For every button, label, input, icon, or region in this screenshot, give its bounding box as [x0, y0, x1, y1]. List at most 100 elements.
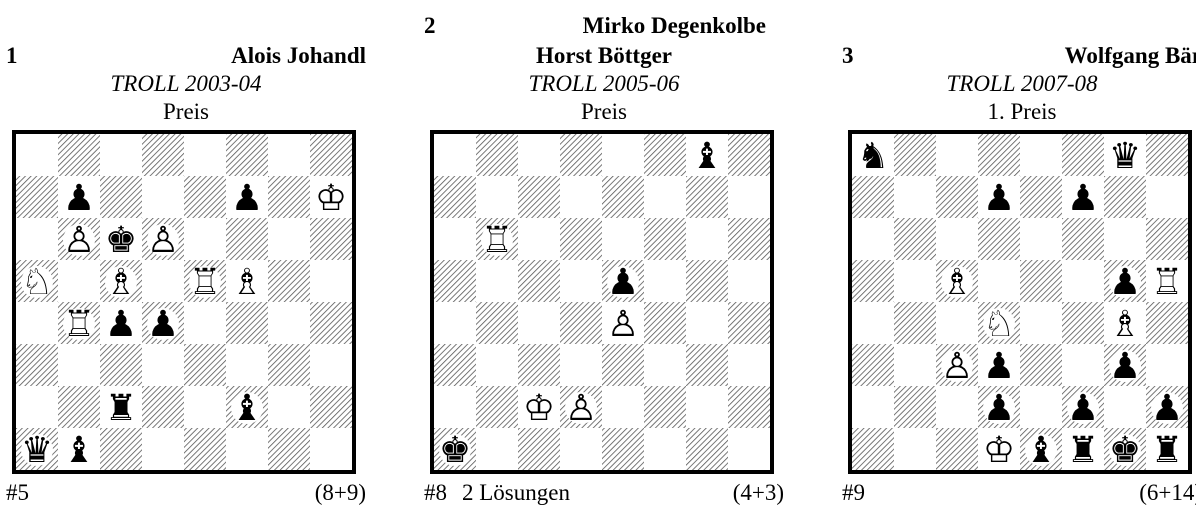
- square-e2: [1020, 386, 1062, 428]
- white-bishop-icon: ♗: [105, 262, 137, 303]
- square-g6: [686, 218, 728, 260]
- chessboard: ♝♖♟♙♔♙♚: [430, 130, 774, 474]
- square-f8: [226, 134, 268, 176]
- square-d8: [560, 134, 602, 176]
- square-h5: [728, 260, 770, 302]
- square-c8: [518, 134, 560, 176]
- black-queen-icon: ♛: [1109, 136, 1141, 177]
- award: 1. Preis: [842, 100, 1196, 124]
- square-e7: [184, 176, 226, 218]
- white-knight-icon: ♘: [983, 304, 1015, 345]
- square-d5: [560, 260, 602, 302]
- square-h6: [310, 218, 352, 260]
- square-c2: [936, 386, 978, 428]
- square-f4: [1062, 302, 1104, 344]
- square-d5: [142, 260, 184, 302]
- square-f8: [644, 134, 686, 176]
- square-b8: [476, 134, 518, 176]
- white-pawn-icon: ♙: [63, 220, 95, 261]
- problem-number: 3: [842, 44, 854, 68]
- square-f8: [1062, 134, 1104, 176]
- black-pawn-icon: ♟: [1151, 388, 1183, 429]
- black-queen-icon: ♛: [21, 430, 53, 470]
- square-b2: [894, 386, 936, 428]
- black-pawn-icon: ♟: [147, 304, 179, 345]
- chessboard: ♞♛♟♟♗♟♖♘♗♙♟♟♟♟♟♔♝♜♚♜: [848, 130, 1192, 474]
- condition: 2 Lösungen: [462, 480, 570, 506]
- square-d1: [560, 428, 602, 470]
- square-g2: [1104, 386, 1146, 428]
- square-f3: [644, 344, 686, 386]
- square-h1: [728, 428, 770, 470]
- square-g3: [686, 344, 728, 386]
- square-d3: [142, 344, 184, 386]
- square-d1: [142, 428, 184, 470]
- square-e8: [602, 134, 644, 176]
- chessboard: ♟♟♔♙♚♙♘♗♖♗♖♟♟♜♝♛♝: [12, 130, 356, 474]
- white-bishop-icon: ♗: [941, 262, 973, 303]
- square-g2: [686, 386, 728, 428]
- square-c3: [100, 344, 142, 386]
- square-c8: [100, 134, 142, 176]
- square-e8: [184, 134, 226, 176]
- white-rook-icon: ♖: [189, 262, 221, 303]
- square-e3: [602, 344, 644, 386]
- square-g5: [268, 260, 310, 302]
- square-h6: [1146, 218, 1188, 260]
- black-bishop-icon: ♝: [63, 430, 95, 470]
- square-h8: [310, 134, 352, 176]
- square-f2: [644, 386, 686, 428]
- black-king-icon: ♚: [439, 430, 471, 470]
- square-b5: [476, 260, 518, 302]
- square-c1: [936, 428, 978, 470]
- white-king-icon: ♔: [523, 388, 555, 429]
- square-b1: [894, 428, 936, 470]
- white-king-icon: ♔: [983, 430, 1015, 470]
- square-a8: [16, 134, 58, 176]
- square-a7: [16, 176, 58, 218]
- square-c5: [518, 260, 560, 302]
- black-pawn-icon: ♟: [1067, 388, 1099, 429]
- black-rook-icon: ♜: [1067, 430, 1099, 470]
- square-c6: [518, 218, 560, 260]
- square-c1: [100, 428, 142, 470]
- square-h7: [728, 176, 770, 218]
- square-e3: [1020, 344, 1062, 386]
- square-e4: [1020, 302, 1062, 344]
- black-pawn-icon: ♟: [105, 304, 137, 345]
- square-h8: [1146, 134, 1188, 176]
- square-f3: [226, 344, 268, 386]
- square-g7: [1104, 176, 1146, 218]
- square-b7: [476, 176, 518, 218]
- award: Preis: [424, 100, 784, 124]
- square-e3: [184, 344, 226, 386]
- white-knight-icon: ♘: [21, 262, 53, 303]
- square-h3: [310, 344, 352, 386]
- square-h2: [310, 386, 352, 428]
- square-e2: [184, 386, 226, 428]
- square-g1: [686, 428, 728, 470]
- square-a5: [434, 260, 476, 302]
- white-king-icon: ♔: [315, 178, 347, 219]
- stipulation: #5: [6, 480, 29, 506]
- square-f3: [1062, 344, 1104, 386]
- square-g8: [268, 134, 310, 176]
- square-a3: [852, 344, 894, 386]
- square-e1: [184, 428, 226, 470]
- problem-diagram-2: 2 Mirko Degenkolbe Horst Böttger TROLL 2…: [424, 0, 784, 510]
- square-c7: [936, 176, 978, 218]
- square-c4: [936, 302, 978, 344]
- square-a6: [434, 218, 476, 260]
- square-g6: [268, 218, 310, 260]
- square-h1: [310, 428, 352, 470]
- piece-count: (6+14): [1139, 480, 1196, 506]
- square-h6: [728, 218, 770, 260]
- black-rook-icon: ♜: [1151, 430, 1183, 470]
- square-a2: [852, 386, 894, 428]
- award: Preis: [6, 100, 366, 124]
- square-a7: [852, 176, 894, 218]
- square-e1: [602, 428, 644, 470]
- white-pawn-icon: ♙: [565, 388, 597, 429]
- black-pawn-icon: ♟: [1109, 262, 1141, 303]
- square-a6: [852, 218, 894, 260]
